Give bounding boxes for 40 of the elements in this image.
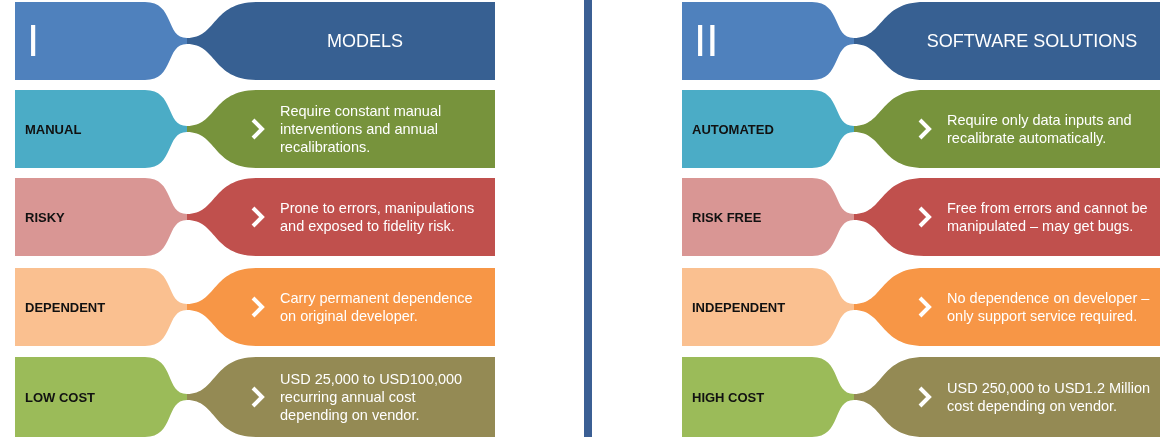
description-text: USD 250,000 to USD1.2 Million cost depending on vendor. (947, 378, 1152, 416)
description-box (854, 268, 1160, 346)
section-numeral: I (27, 15, 40, 67)
numeral-box (682, 2, 854, 80)
category-box (15, 268, 187, 346)
description-box (187, 357, 495, 437)
numeral-box (15, 2, 187, 80)
description-box (187, 268, 495, 346)
section-title: SOFTWARE SOLUTIONS (925, 29, 1139, 53)
category-box (682, 178, 854, 256)
category-box (15, 357, 187, 437)
category-box (682, 357, 854, 437)
category-box (682, 268, 854, 346)
category-label: RISKY (25, 208, 65, 227)
description-text: Prone to errors, manipulations and exposed to fidelity risk. (280, 198, 476, 236)
description-box (854, 357, 1160, 437)
section-title: MODELS (326, 29, 404, 53)
description-text: Require only data inputs and recalibrate automatically. (947, 110, 1133, 148)
category-label: RISK FREE (692, 208, 762, 227)
category-box (682, 90, 854, 168)
category-label: DEPENDENT (25, 298, 106, 317)
category-label: INDEPENDENT (692, 298, 786, 317)
category-label: HIGH COST (692, 388, 765, 407)
category-label: MANUAL (25, 120, 82, 139)
description-text: No dependence on developer – only support service required. (947, 288, 1151, 326)
category-label: LOW COST (25, 388, 96, 407)
description-text: USD 25,000 to USD100,000 recurring annual cost depending on vendor. (280, 369, 464, 426)
description-box (187, 90, 495, 168)
description-text: Free from errors and cannot be manipulated – may get bugs. (947, 198, 1149, 236)
category-box (15, 178, 187, 256)
title-box (854, 2, 1160, 80)
description-box (187, 178, 495, 256)
description-box (854, 178, 1160, 256)
title-box (187, 2, 495, 80)
description-box (854, 90, 1160, 168)
description-text: Carry permanent dependence on original developer. (280, 288, 474, 326)
category-label: AUTOMATED (692, 120, 774, 139)
category-box (15, 90, 187, 168)
description-text: Require constant manual interventions and annual recalibrations. (280, 101, 443, 158)
section-numeral: II (694, 15, 719, 67)
